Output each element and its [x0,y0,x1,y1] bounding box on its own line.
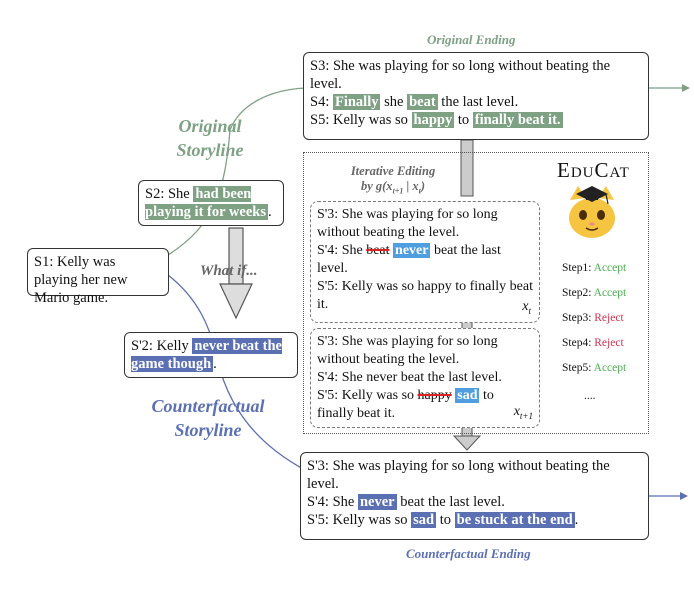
step-2-result: Accept [593,287,627,299]
hl-finally: Finally [332,94,381,110]
g-formula: by g(xt+1 | xt) [338,179,448,199]
edit2-s4: S'4: She never beat the last level. [317,370,502,385]
edit1-s3: S'3: She was playing for so long without… [317,207,498,240]
step-5: Step5: Accept [562,362,626,374]
edit1-s4-pre: S'4: She [317,243,367,258]
s2p-prefix: S'2: Kelly [131,338,193,354]
orig-s5-pre: S5: Kelly was so [310,112,412,128]
xt1-label-x: x [513,404,520,420]
g-formula-b: | x [403,179,419,193]
s1-text: S1: Kelly was playing her new Mario game… [34,254,128,306]
g-formula-sub1: t+1 [392,186,404,196]
cf-s4-end: beat the last level. [396,494,505,510]
original-storyline-label: Original Storyline [160,114,260,162]
step-4-result: Reject [594,337,624,349]
step-5-result: Accept [593,362,627,374]
xt-label: xt [522,298,531,320]
orig-s3: S3: She was playing for so long without … [310,58,611,92]
step-1: Step1: Accept [562,262,626,274]
hl-never: never [393,243,431,258]
hl-happy: happy [411,112,455,128]
s2-prime-box: S'2: Kelly never beat the game though. [124,332,298,378]
hl-sad: sad [455,388,480,403]
xt-label-x: x [522,299,529,315]
counterfactual-storyline-label: Counterfactual Storyline [138,394,278,442]
edit2-s5-end: to finally beat it. [317,388,494,421]
original-ending-box: S3: She was playing for so long without … [303,52,649,140]
strike-beat: beat [366,243,390,258]
cf-s4: S'4: She never beat the last level. [307,493,642,511]
edit1-s4-end: beat the last level. [317,243,501,276]
counterfactual-ending-box: S'3: She was playing for so long without… [300,452,649,540]
s2-box: S2: She had been playing it for weeks. [138,180,284,226]
s2-suffix: . [267,204,272,220]
orig-s4-mid: she [380,94,408,110]
step-1-result: Accept [593,262,627,274]
strike-happy: happy [417,388,452,403]
edit-step2-box: S'3: She was playing for so long without… [310,328,540,428]
editing-panel [303,152,649,434]
hl-beat: beat [407,94,438,110]
edit2-s3: S'3: She was playing for so long without… [317,334,498,367]
s1-box: S1: Kelly was playing her new Mario game… [27,248,169,306]
hl-cf-stuck: be stuck at the end [454,512,575,528]
step-2: Step2: Accept [562,287,626,299]
step-1-label: Step1: [562,262,594,274]
step-3-result: Reject [594,312,624,324]
orig-s5: S5: Kelly was so happy to finally beat i… [310,111,642,129]
cat-icon [569,186,615,238]
edit-step1-box: S'3: She was playing for so long without… [310,201,540,323]
steps-more: .... [584,390,596,402]
cf-s4-pre: S'4: She [307,494,358,510]
step-3: Step3: Reject [562,312,624,324]
g-formula-sub2: t [418,186,421,196]
educat-title: EduCat [557,158,630,182]
step-3-label: Step3: [562,312,595,324]
original-ending-label: Original Ending [427,32,516,47]
cf-label-line1: Counterfactual [151,396,265,416]
cf-s5-mid: to [436,512,455,528]
cf-s3: S'3: She was playing for so long without… [307,458,610,492]
step-5-label: Step5: [562,362,594,374]
what-if-label: What if... [200,263,258,279]
edit1-s5: S'5: Kelly was so happy to finally beat … [317,279,533,312]
xt1-label: xt+1 [514,403,533,425]
g-formula-a: by g(x [360,179,393,193]
iterative-editing-label: Iterative Editing by g(xt+1 | xt) [338,164,448,199]
iterative-editing-text: Iterative Editing [350,164,436,178]
cf-label-line2: Storyline [174,420,242,440]
original-label-line1: Original [178,116,242,136]
counterfactual-ending-label: Counterfactual Ending [406,546,531,561]
orig-s5-mid: to [454,112,473,128]
edit2-s5-pre: S'5: Kelly was so [317,388,418,403]
s2p-suffix: . [213,356,217,372]
orig-s4-end: the last level. [437,94,519,110]
cf-s5-end: . [574,512,579,528]
cf-s5: S'5: Kelly was so sad to be stuck at the… [307,511,642,529]
hl-cf-sad: sad [411,512,437,528]
edit1-s4: S'4: She beat never beat the last level. [317,242,533,278]
step-4-label: Step4: [562,337,595,349]
original-label-line2: Storyline [176,140,244,160]
s2-prefix: S2: She [145,186,194,202]
cf-s5-pre: S'5: Kelly was so [307,512,412,528]
step-4: Step4: Reject [562,337,624,349]
xt1-label-sub: t+1 [519,411,533,421]
xt-label-sub: t [528,306,531,316]
g-formula-c: ) [420,179,426,193]
edit2-s5: S'5: Kelly was so happy sad to finally b… [317,387,533,423]
hl-finally-beat: finally beat it. [472,112,563,128]
orig-s4: S4: Finally she beat the last level. [310,94,519,110]
hl-cf-never: never [357,494,397,510]
step-2-label: Step2: [562,287,594,299]
